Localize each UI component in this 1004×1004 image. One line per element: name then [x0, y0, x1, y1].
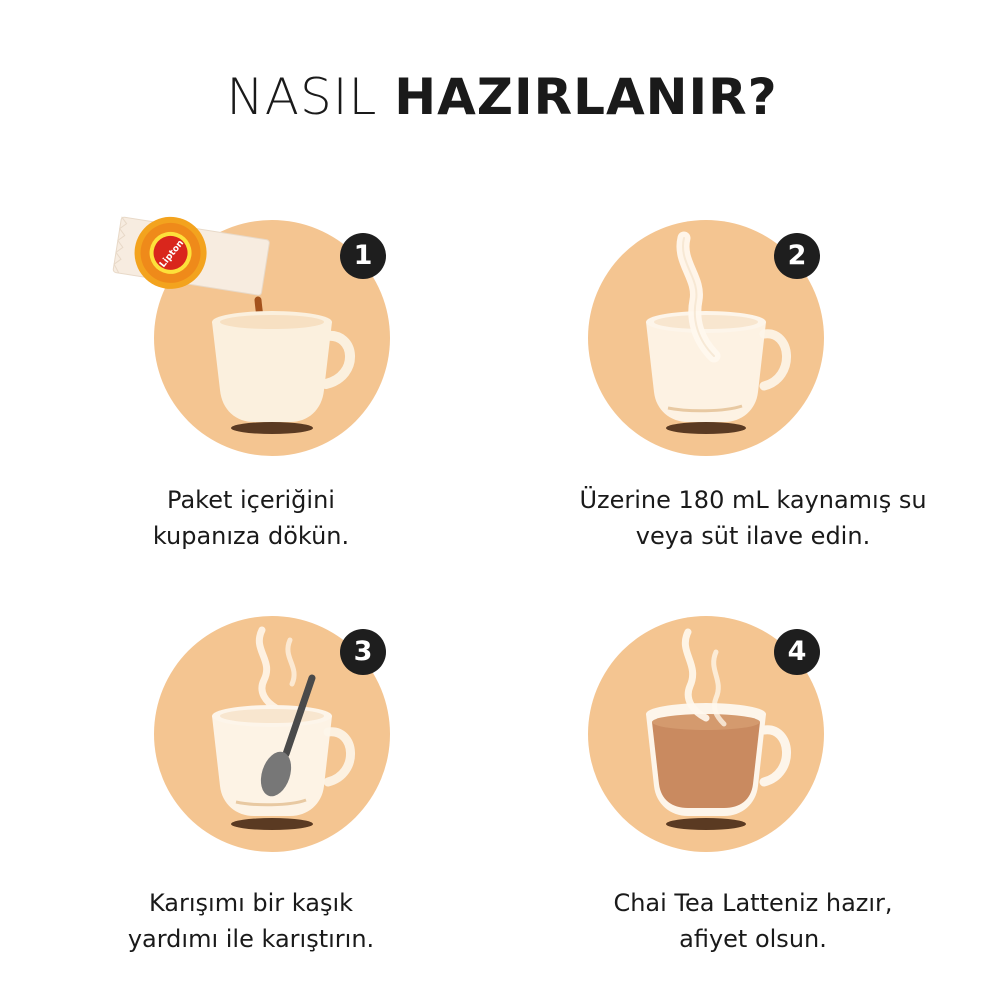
caption-line-2: yardımı ile karıştırın. [127, 925, 375, 953]
caption-line-1: Üzerine 180 mL kaynamış su [579, 486, 927, 514]
step-number-badge: 3 [340, 629, 386, 675]
step-3: 3 Karışımı bir kaşık yardımı ile karıştı… [0, 502, 502, 1004]
cup-spoon-stir-icon [154, 616, 390, 852]
title-bold: HAZIRLANIR? [394, 68, 778, 126]
caption-line-1: Karışımı bir kaşık [148, 889, 354, 917]
step-2: 2 Üzerine 180 mL kaynamış su veya süt il… [502, 0, 1004, 550]
step-number-badge: 4 [774, 629, 820, 675]
caption-line-2: afiyet olsun. [679, 925, 827, 953]
page-title: NASIL HAZIRLANIR? [0, 62, 1004, 132]
cup-hot-water-icon [588, 220, 824, 456]
sachet-pour-cup-icon: Lipton [112, 216, 390, 456]
caption-line-2: veya süt ilave edin. [635, 522, 871, 550]
step-caption: Karışımı bir kaşık yardımı ile karıştırı… [0, 885, 502, 957]
step-number-badge: 2 [774, 233, 820, 279]
cup-chai-latte-icon [588, 616, 824, 852]
step-caption: Chai Tea Latteniz hazır, afiyet olsun. [502, 885, 1004, 957]
step-1: Lipton 1 Paket içeriğini kupanıza dökün. [0, 0, 502, 550]
caption-line-1: Chai Tea Latteniz hazır, [613, 889, 893, 917]
step-caption: Paket içeriğini kupanıza dökün. [0, 482, 502, 554]
caption-line-1: Paket içeriğini [167, 486, 335, 514]
title-light: NASIL [226, 68, 378, 126]
caption-line-2: kupanıza dökün. [152, 522, 350, 550]
step-4: 4 Chai Tea Latteniz hazır, afiyet olsun. [502, 502, 1004, 1004]
step-caption: Üzerine 180 mL kaynamış su veya süt ilav… [502, 482, 1004, 554]
step-number-badge: 1 [340, 233, 386, 279]
